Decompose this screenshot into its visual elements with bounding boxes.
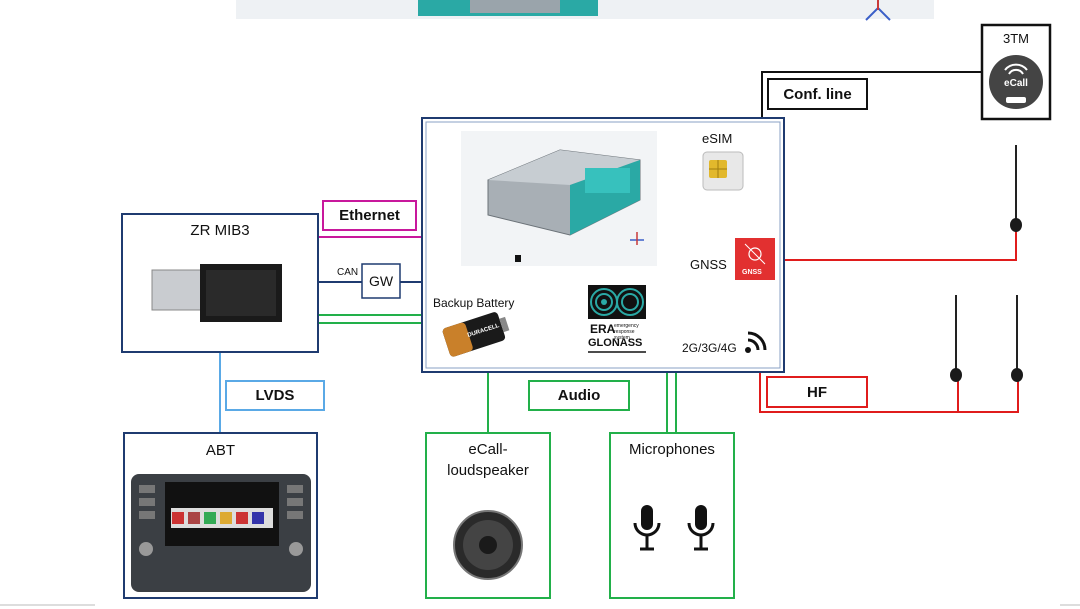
cellular-antenna-2-icon [1011,295,1023,382]
conf-line [761,71,982,118]
lvds-label: LVDS [225,380,325,411]
gnss-icon [735,238,775,280]
cellular-label: 2G/3G/4G [682,341,737,355]
gnss-antenna-icon [1010,145,1022,232]
zr-mib3-title: ZR MIB3 [190,222,250,239]
gnss-icon-text: GNSS [742,269,762,276]
conf-line-label: Conf. line [767,78,868,110]
abt-title: ABT [205,442,236,459]
abt-head-unit-image [131,474,311,592]
hf-line [759,370,1019,413]
can-label: CAN [337,267,359,278]
microphones-box [609,432,735,599]
battery-icon [442,312,510,357]
era-label: ERA [590,322,616,336]
ethernet-label: Ethernet [322,200,417,231]
microphone-2-icon [687,505,715,551]
era-sub-label: emergency response system [614,323,639,341]
ecall-icon [989,55,1043,109]
glonass-label: GLONASS [588,337,643,349]
ecall-icon-text: eCall [1004,78,1028,89]
microphones-title: Microphones [629,441,715,458]
cellular-antenna-1-icon [950,295,962,382]
gnss-hf-line [780,230,1017,261]
hf-label: HF [766,376,868,408]
mib3-unit-image [151,264,282,322]
esim-label: eSIM [702,131,733,146]
audio-label: Audio [528,380,630,411]
gw-box [361,263,401,299]
esim-chip-icon [702,151,744,191]
gnss-label: GNSS [690,257,727,272]
gw-label: GW [368,273,394,289]
era-glonass-logo [586,284,648,354]
speaker-title-line2: loudspeaker [447,462,529,479]
backup-battery-label: Backup Battery [433,296,515,310]
3tm-title: 3TM [1003,31,1029,46]
microphone-1-icon [633,505,661,551]
cellular-signal-icon [745,331,767,353]
top-cropped-image [236,0,934,21]
speaker-title-line1: eCall- [468,441,508,458]
tcu-module-image [461,131,657,266]
loudspeaker-icon [453,510,523,580]
